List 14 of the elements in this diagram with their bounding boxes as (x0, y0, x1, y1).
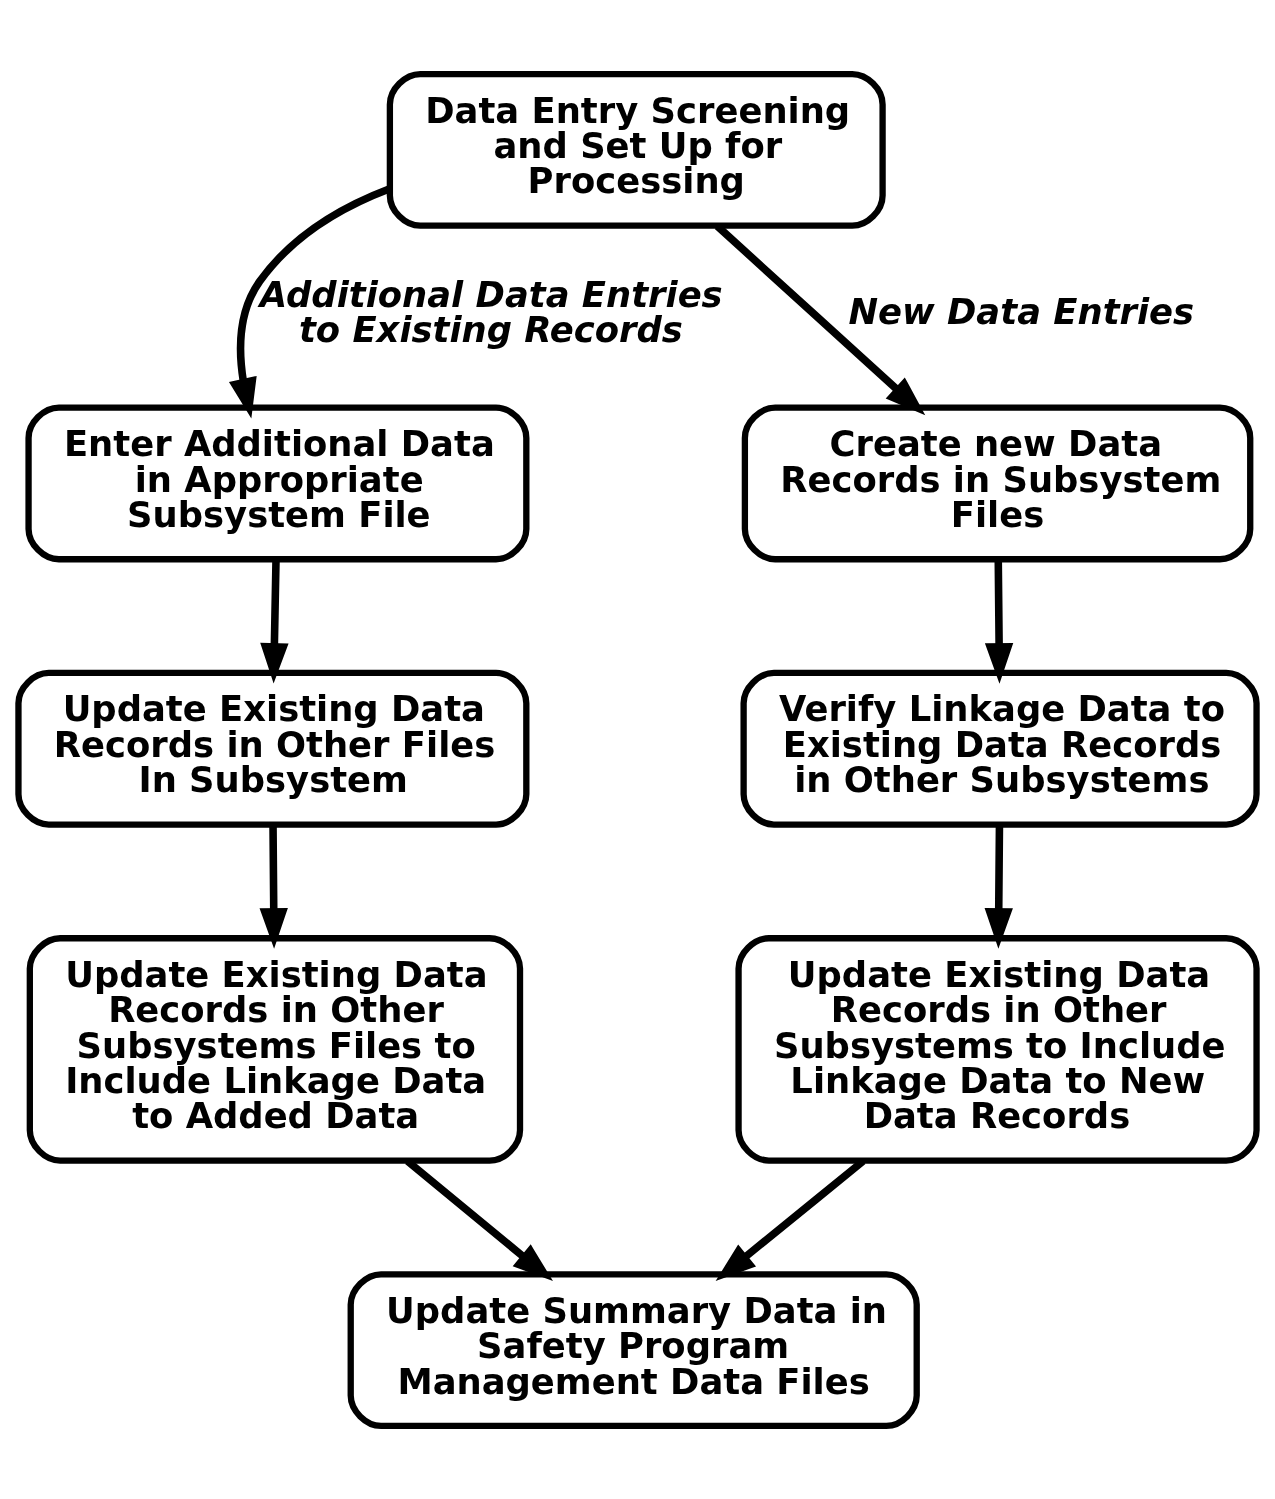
node-box: Update Existing Data Records in Other Files In Subsystem (15, 669, 530, 828)
edge-label: New Data Entries (848, 289, 1195, 331)
node-box: Data Entry Screening and Set Up for Processing (386, 70, 886, 229)
node-box: Verify Linkage Data to Existing Data Records in Other Subsystems (740, 669, 1260, 828)
arrow (984, 824, 1013, 949)
arrow (260, 559, 289, 684)
arrow (259, 824, 288, 949)
node-box: Update Summary Data in Safety Program Management Data Files (347, 1270, 920, 1429)
node-box: Enter Additional Data in Appropriate Subsystem File (25, 403, 530, 562)
node-box: Update Existing Data Records in Other Subsystems to Include Linkage Data to New Data Records (735, 934, 1260, 1164)
edge-label: Additional Data Entries to Existing Records (259, 273, 723, 350)
node-box: Update Existing Data Records in Other Subsystems Files to Include Linkage Data to Added Data (26, 934, 524, 1164)
arrow (984, 559, 1014, 684)
node-box: Create new Data Records in Subsystem Files (741, 403, 1254, 562)
